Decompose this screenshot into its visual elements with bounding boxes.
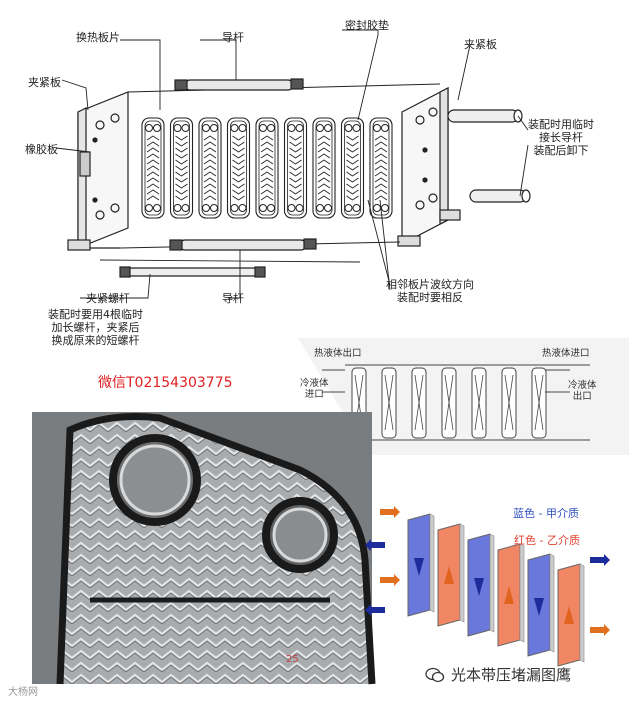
flow-plate — [471, 367, 487, 439]
flow-plate-3d — [467, 533, 495, 637]
leader-lines — [55, 29, 529, 299]
label-bolt-note: 装配时要用4根临时 加长螺杆，夹紧后 换成原来的短螺杆 — [48, 308, 143, 347]
flow-arrow — [365, 604, 385, 616]
label-clamp-bolt: 夹紧螺杆 — [86, 292, 130, 305]
heat-plate — [198, 117, 222, 219]
flow-plate — [381, 367, 397, 439]
label-guide-rod-bottom: 导杆 — [222, 292, 244, 305]
left-clamp-plate — [67, 91, 129, 251]
legend-red-medium: 红色 - 乙介质 — [514, 534, 580, 547]
label-rubber-plate: 橡胶板 — [25, 143, 58, 156]
label-hot-inlet: 热液体进口 — [542, 348, 590, 359]
flow-arrow — [380, 574, 400, 586]
heat-plate — [283, 117, 308, 219]
flow-plate — [531, 367, 547, 439]
flow-arrow — [380, 506, 400, 518]
legend-blue-medium: 蓝色 - 甲介质 — [513, 507, 579, 520]
heat-plate — [169, 117, 194, 219]
wechat-icon — [425, 667, 445, 682]
plate-heat-exchanger-assembly — [55, 29, 531, 299]
gasket-plate-photo: 25 — [32, 412, 376, 685]
watermark-right-text: 光本带压堵漏图鹰 — [451, 666, 572, 684]
label-clamp-plate-right: 夹紧板 — [464, 38, 497, 51]
watermark-left: 大杨网 — [8, 687, 38, 698]
heat-plate — [255, 117, 279, 219]
label-clamp-plate-left: 夹紧板 — [28, 76, 61, 89]
label-hot-outlet: 热液体出口 — [314, 348, 362, 359]
heat-plate — [312, 117, 336, 219]
contact-text: 微信T02154303775 — [98, 375, 233, 391]
flow-plate — [411, 367, 427, 439]
flow-arrow — [365, 539, 385, 551]
label-gasket: 密封胶垫 — [345, 19, 389, 32]
label-guide-rod-top: 导杆 — [222, 31, 244, 44]
flow-plate — [501, 367, 517, 439]
flow-plate-3d — [527, 553, 555, 657]
label-cold-outlet: 冷液体 出口 — [568, 380, 597, 402]
plate-flow-illustration — [365, 506, 610, 667]
heat-plate — [226, 117, 251, 219]
photo-stamp: 25 — [286, 654, 299, 665]
flow-arrow — [590, 554, 610, 566]
heat-plate — [369, 117, 393, 219]
label-heat-plate: 换热板片 — [76, 31, 120, 44]
bottom-guide-rod — [119, 238, 401, 251]
heat-plates — [141, 117, 393, 219]
flow-plate — [441, 367, 457, 439]
label-temp-rod-note: 装配时用临时 接长导杆 装配后卸下 — [528, 118, 594, 157]
flow-plate-3d — [557, 563, 585, 667]
watermark-right: 光本带压堵漏图鹰 — [425, 664, 571, 685]
label-cold-inlet: 冷液体 进口 — [300, 378, 329, 400]
clamp-bolt — [119, 266, 266, 278]
top-guide-rod — [127, 78, 441, 93]
label-corrugation-note: 相邻板片波纹方向 装配时要相反 — [386, 278, 474, 304]
flow-diagram — [298, 338, 629, 455]
flow-arrow — [590, 624, 610, 636]
flow-plate-3d — [407, 513, 435, 617]
heat-plate — [340, 117, 365, 219]
temporary-guide-rods — [447, 109, 531, 203]
heat-plate — [141, 117, 165, 219]
flow-plate-3d — [437, 523, 465, 627]
flow-plate-3d — [497, 543, 525, 647]
right-clamp-plate — [397, 87, 461, 247]
